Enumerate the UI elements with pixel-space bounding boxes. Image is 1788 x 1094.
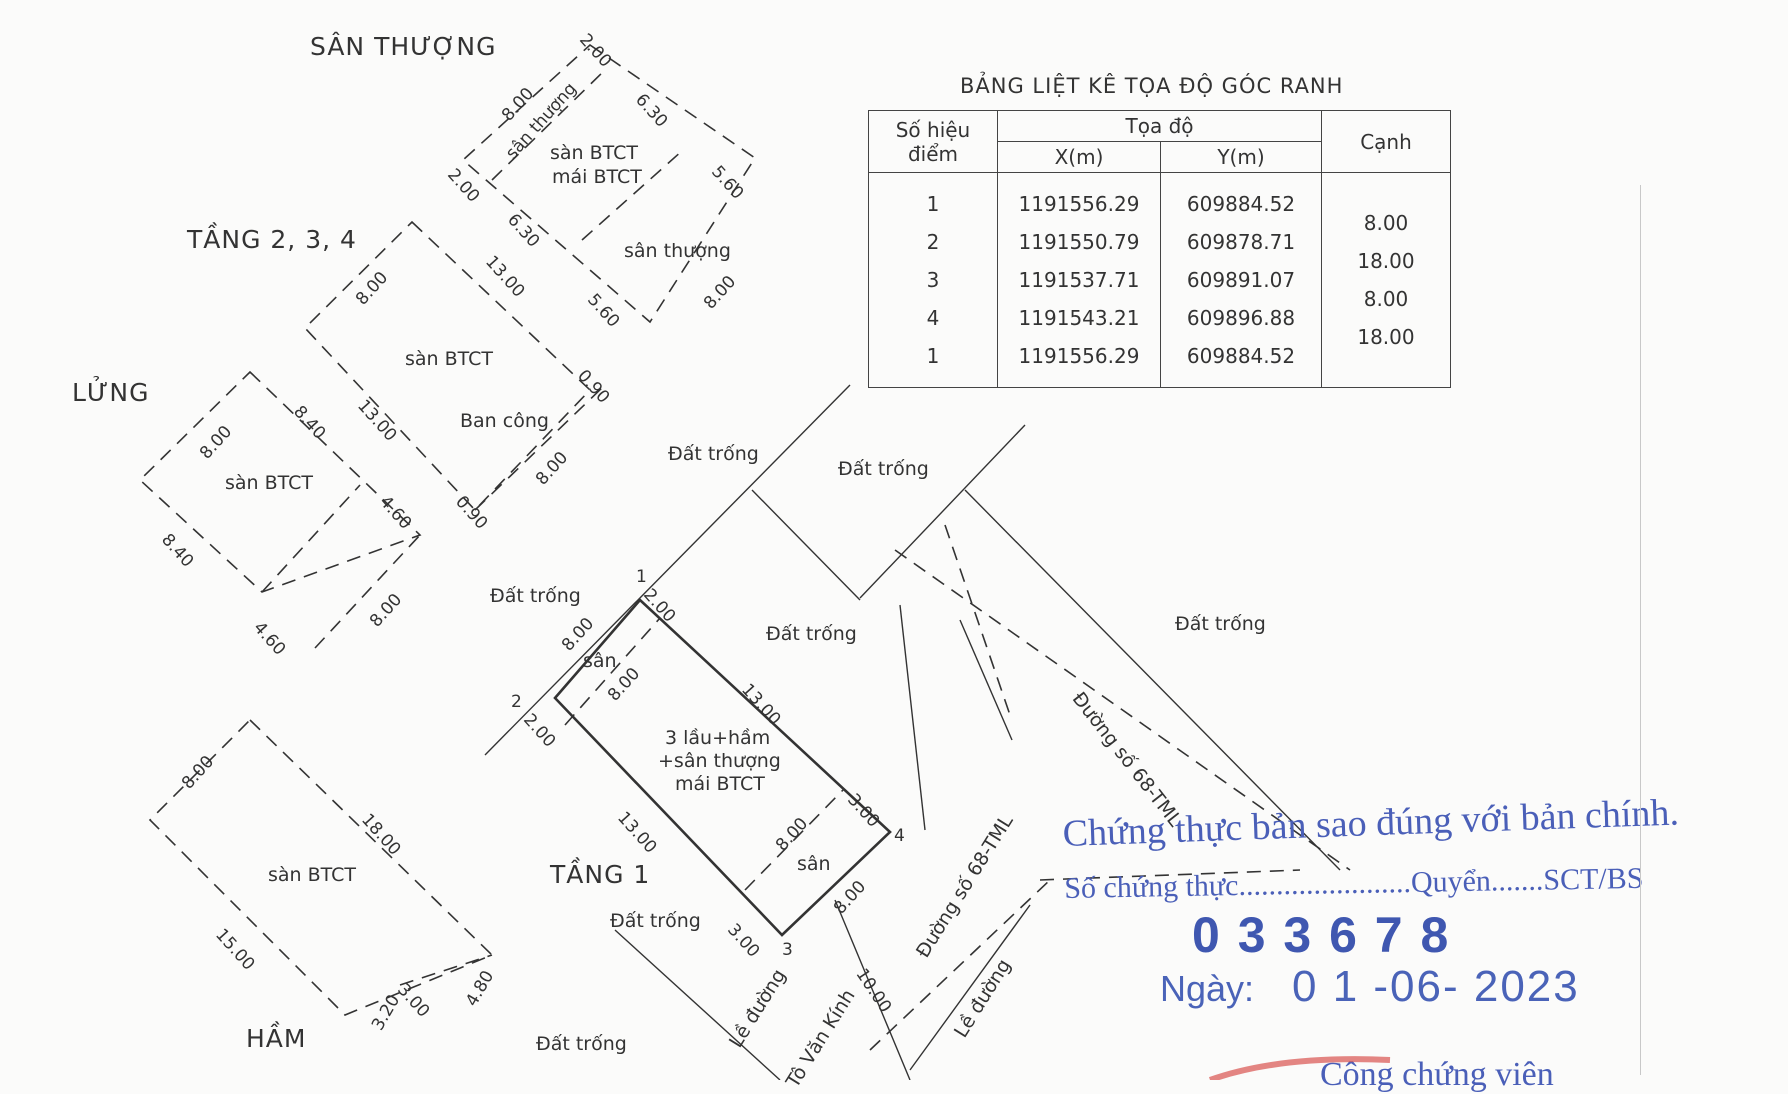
roof-slab-label-2: mái BTCT [552, 166, 642, 188]
header-edge: Cạnh [1321, 110, 1451, 173]
table-cell: 8.00 [1363, 287, 1409, 311]
table-cell: 1 [926, 192, 940, 216]
stamp-date-label: Ngày: [1160, 968, 1255, 1009]
roof-terrace-label-2: sân thượng [624, 240, 731, 262]
roof-terrace-divider [491, 69, 606, 181]
building-desc-line1: 3 lầu+hầm [665, 727, 771, 749]
table-cell: 8.00 [1363, 211, 1409, 235]
page-margin-line [1640, 185, 1641, 1075]
coord-table-title: BẢNG LIỆT KÊ TỌA ĐỘ GÓC RANH [960, 74, 1344, 98]
road-curve-left [899, 604, 926, 831]
parcel-line-f [834, 899, 911, 1080]
section-title-mezzanine: LỬNG [72, 378, 150, 407]
vacant-land-label: Đất trống [838, 458, 929, 480]
parcel-line-d [964, 489, 1341, 871]
table-cell: 18.00 [1357, 325, 1415, 349]
table-cell: 609878.71 [1186, 230, 1296, 254]
road-centerline-2 [944, 524, 1011, 716]
lot-boundary [553, 598, 892, 937]
building-desc-line3: mái BTCT [675, 773, 765, 795]
vacant-land-label: Đất trống [1175, 613, 1266, 635]
col-x-values: 1191556.29 1191550.79 1191537.71 1191543… [997, 172, 1161, 388]
table-cell: 2 [926, 230, 940, 254]
roof-outline [461, 43, 757, 324]
col-edges: 8.00 18.00 8.00 18.00 [1321, 172, 1451, 388]
header-point: Số hiệu điểm [868, 110, 998, 173]
table-cell: 1191537.71 [1018, 268, 1140, 292]
rear-court-label: sân [797, 853, 831, 875]
table-cell: 1191550.79 [1018, 230, 1140, 254]
parcel-line-e [614, 929, 781, 1080]
parcel-line-a [484, 384, 851, 756]
stamp-date-value: 0 1 -06- 2023 [1292, 962, 1580, 1011]
coord-table: Số hiệu điểm Tọa độ Cạnh X(m) Y(m) 1 2 3… [868, 110, 1451, 388]
balcony-label: Ban công [460, 410, 549, 432]
road-centerline-3 [1039, 869, 1301, 881]
table-cell: 609884.52 [1186, 344, 1296, 368]
mezzanine-void-2 [314, 534, 421, 649]
front-court-label: sân [583, 650, 617, 672]
col-points: 1 2 3 4 1 [868, 172, 998, 388]
road-centerline-4 [869, 879, 1051, 1051]
col-y-values: 609884.52 609878.71 609891.07 609896.88 … [1160, 172, 1322, 388]
vacant-land-label: Đất trống [490, 585, 581, 607]
table-cell: 609891.07 [1186, 268, 1296, 292]
stamp-number: 0 3 3 6 7 8 [1192, 907, 1451, 963]
basement-inset [399, 954, 493, 986]
section-title-basement: HẦM [246, 1024, 307, 1053]
building-desc-line2: +sân thượng [658, 750, 781, 772]
header-x: X(m) [997, 141, 1161, 173]
vacant-land-label: Đất trống [536, 1033, 627, 1055]
balcony-line [474, 384, 606, 511]
section-title-floor-234: TẦNG 2, 3, 4 [187, 225, 357, 254]
header-coord: Tọa độ [997, 110, 1322, 142]
curb-line [909, 904, 1031, 1071]
front-court-line [564, 617, 661, 726]
parcel-line-b [751, 489, 861, 601]
point-label-3: 3 [782, 940, 793, 960]
roof-slab-label: sàn BTCT [550, 142, 639, 164]
point-label-2: 2 [511, 692, 522, 712]
table-cell: 609896.88 [1186, 306, 1296, 330]
vacant-land-label: Đất trống [610, 910, 701, 932]
point-label-1: 1 [636, 567, 647, 587]
table-cell: 609884.52 [1186, 192, 1296, 216]
basement-slab-label: sàn BTCT [268, 864, 357, 886]
table-cell: 3 [926, 268, 940, 292]
table-cell: 18.00 [1357, 249, 1415, 273]
parcel-line-c [859, 424, 1026, 599]
section-title-ground: TẦNG 1 [550, 860, 651, 889]
table-cell: 1191543.21 [1018, 306, 1140, 330]
vacant-land-label: Đất trống [668, 443, 759, 465]
road-centerline-1 [894, 549, 1351, 871]
floor-slab-label: sàn BTCT [405, 348, 494, 370]
vacant-land-label: Đất trống [766, 623, 857, 645]
floor-234-outline [303, 220, 592, 512]
table-cell: 1 [926, 344, 940, 368]
mezzanine-slab-label: sàn BTCT [225, 472, 314, 494]
table-cell: 1191556.29 [1018, 192, 1140, 216]
road-curve-right [959, 619, 1013, 741]
header-y: Y(m) [1160, 141, 1322, 173]
table-cell: 4 [926, 306, 940, 330]
rear-court-line [744, 789, 844, 891]
section-title-roof: SÂN THƯỢNG [310, 32, 497, 61]
basement-outline [148, 718, 494, 1016]
table-cell: 1191556.29 [1018, 344, 1140, 368]
point-label-4: 4 [894, 826, 905, 846]
mezzanine-void-1 [261, 484, 361, 593]
red-seal-fragment [1208, 1056, 1391, 1080]
